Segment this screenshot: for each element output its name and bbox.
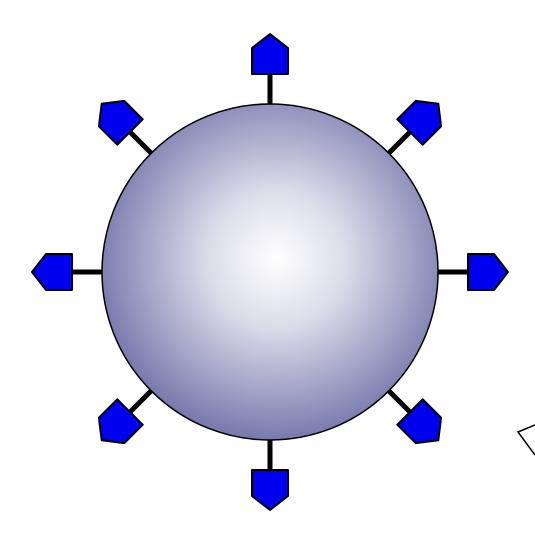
ligand-top bbox=[252, 34, 288, 74]
ligand-right bbox=[468, 254, 508, 290]
ligand-left bbox=[32, 254, 72, 290]
ligand-top-right-linker bbox=[386, 132, 410, 156]
ligand-bottom bbox=[252, 470, 288, 510]
ligand-top-left-linker bbox=[130, 132, 154, 156]
ligand-bottom-left-linker bbox=[130, 388, 154, 412]
nanoparticle-core bbox=[102, 104, 438, 440]
partial-shape-right-edge bbox=[518, 425, 535, 455]
ligand-bottom-right-linker bbox=[386, 388, 410, 412]
